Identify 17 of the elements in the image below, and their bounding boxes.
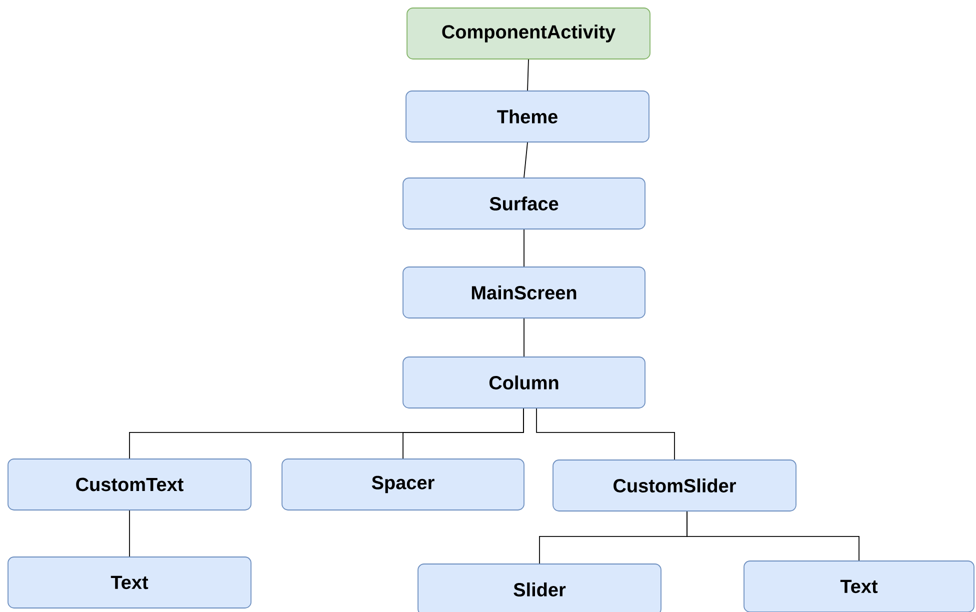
tree-box: Column xyxy=(402,356,646,408)
connector-line xyxy=(402,408,524,459)
tree-box: MainScreen xyxy=(402,266,646,318)
tree-box: CustomSlider xyxy=(552,460,796,512)
connector-line xyxy=(129,510,130,557)
connector-line xyxy=(524,142,528,178)
connector-line xyxy=(686,511,860,561)
tree-box: Slider xyxy=(418,564,662,612)
tree-box: Theme xyxy=(406,90,650,142)
tree-box: Text xyxy=(744,560,974,612)
connector-line xyxy=(527,59,529,91)
tree-box: Text xyxy=(8,556,252,608)
tree-box: Surface xyxy=(402,178,646,230)
connector-line xyxy=(536,408,675,460)
tree-box: Spacer xyxy=(282,458,524,510)
tree-box: CustomText xyxy=(8,458,252,510)
tree-box: ComponentActivity xyxy=(406,8,650,60)
